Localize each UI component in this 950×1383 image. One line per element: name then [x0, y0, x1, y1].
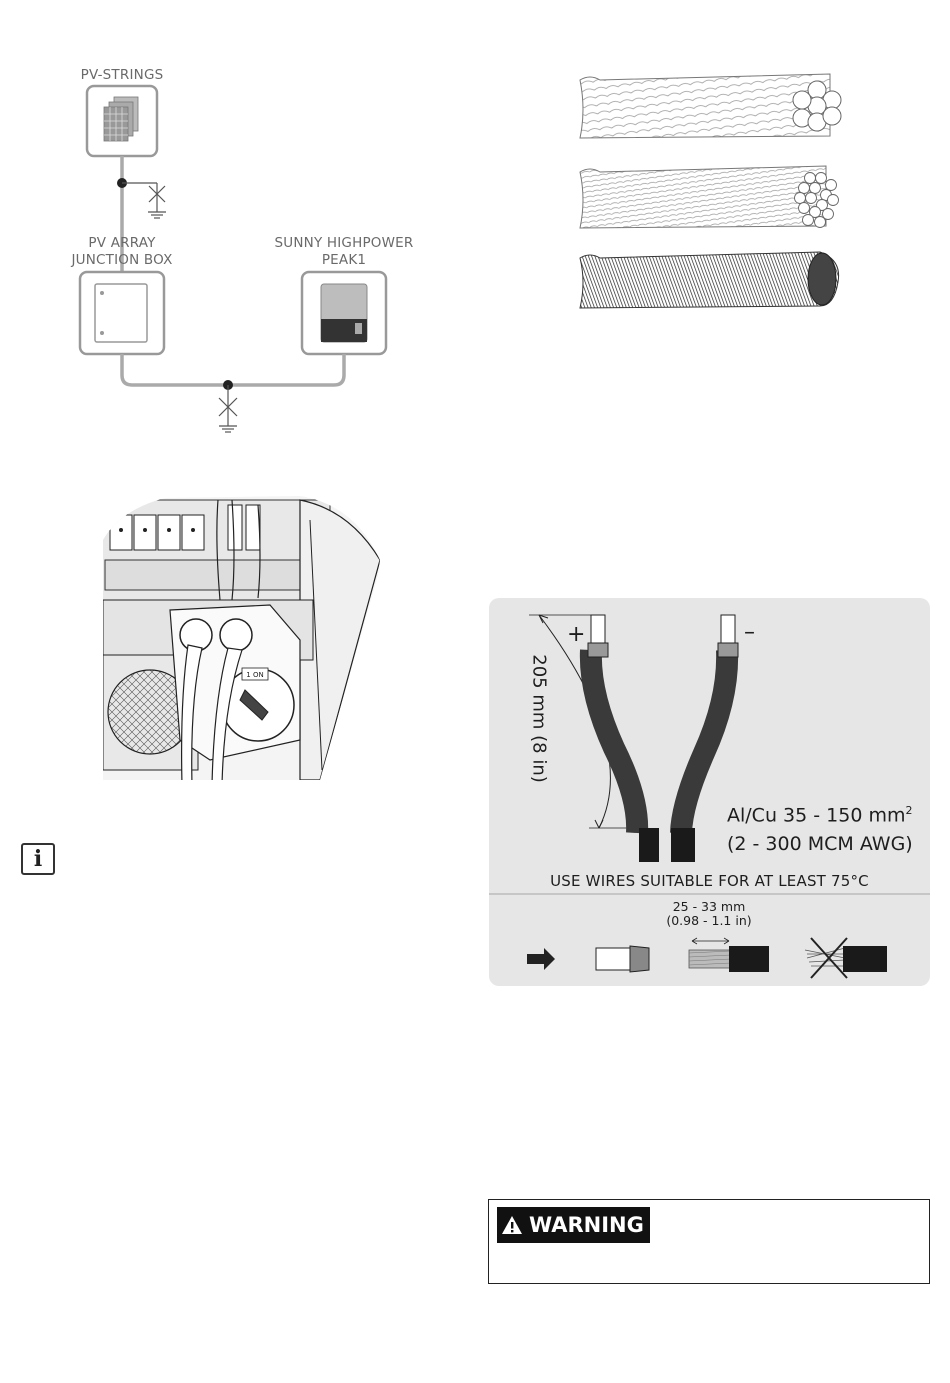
plus-cable — [591, 650, 637, 833]
warning-box: WARNING — [488, 1199, 930, 1284]
cross-section-text: Al/Cu 35 - 150 mm — [727, 804, 905, 826]
info-icon: i — [21, 843, 55, 875]
conductor-class-5-fine — [580, 252, 839, 308]
length-label: 205 mm (8 in) — [529, 639, 550, 799]
cross-section-label: Al/Cu 35 - 150 mm2 — [727, 804, 912, 826]
frayed-cable-crossed-icon — [805, 938, 887, 978]
minus-cable — [681, 650, 727, 833]
temperature-note: USE WIRES SUITABLE FOR AT LEAST 75°C — [489, 872, 930, 890]
dc-switch-label: 1 ON — [246, 671, 263, 679]
inverter-connection-illustration: 1 ON — [0, 0, 460, 820]
stripped-cable-icon — [689, 938, 769, 972]
strip-length-label: 25 - 33 mm (0.98 - 1.1 in) — [639, 900, 779, 928]
conductor-class-2-fine — [580, 166, 839, 228]
minus-sign: – — [744, 620, 755, 645]
ferrule-icon — [596, 946, 649, 972]
cross-section-sup: 2 — [905, 804, 912, 817]
awg-label: (2 - 300 MCM AWG) — [727, 833, 913, 855]
warning-triangle-icon — [501, 1215, 523, 1235]
warning-label: WARNING — [529, 1207, 644, 1243]
strip-length-in: (0.98 - 1.1 in) — [639, 914, 779, 928]
warning-badge: WARNING — [497, 1207, 650, 1243]
cable-spec-panel: + – 205 mm (8 in) Al/Cu 35 - 150 mm2 (2 … — [489, 598, 930, 986]
plus-sign: + — [567, 622, 585, 647]
arrow-right-icon — [527, 948, 555, 970]
strip-length-mm: 25 - 33 mm — [639, 900, 779, 914]
conductor-class-2-coarse — [580, 74, 841, 138]
